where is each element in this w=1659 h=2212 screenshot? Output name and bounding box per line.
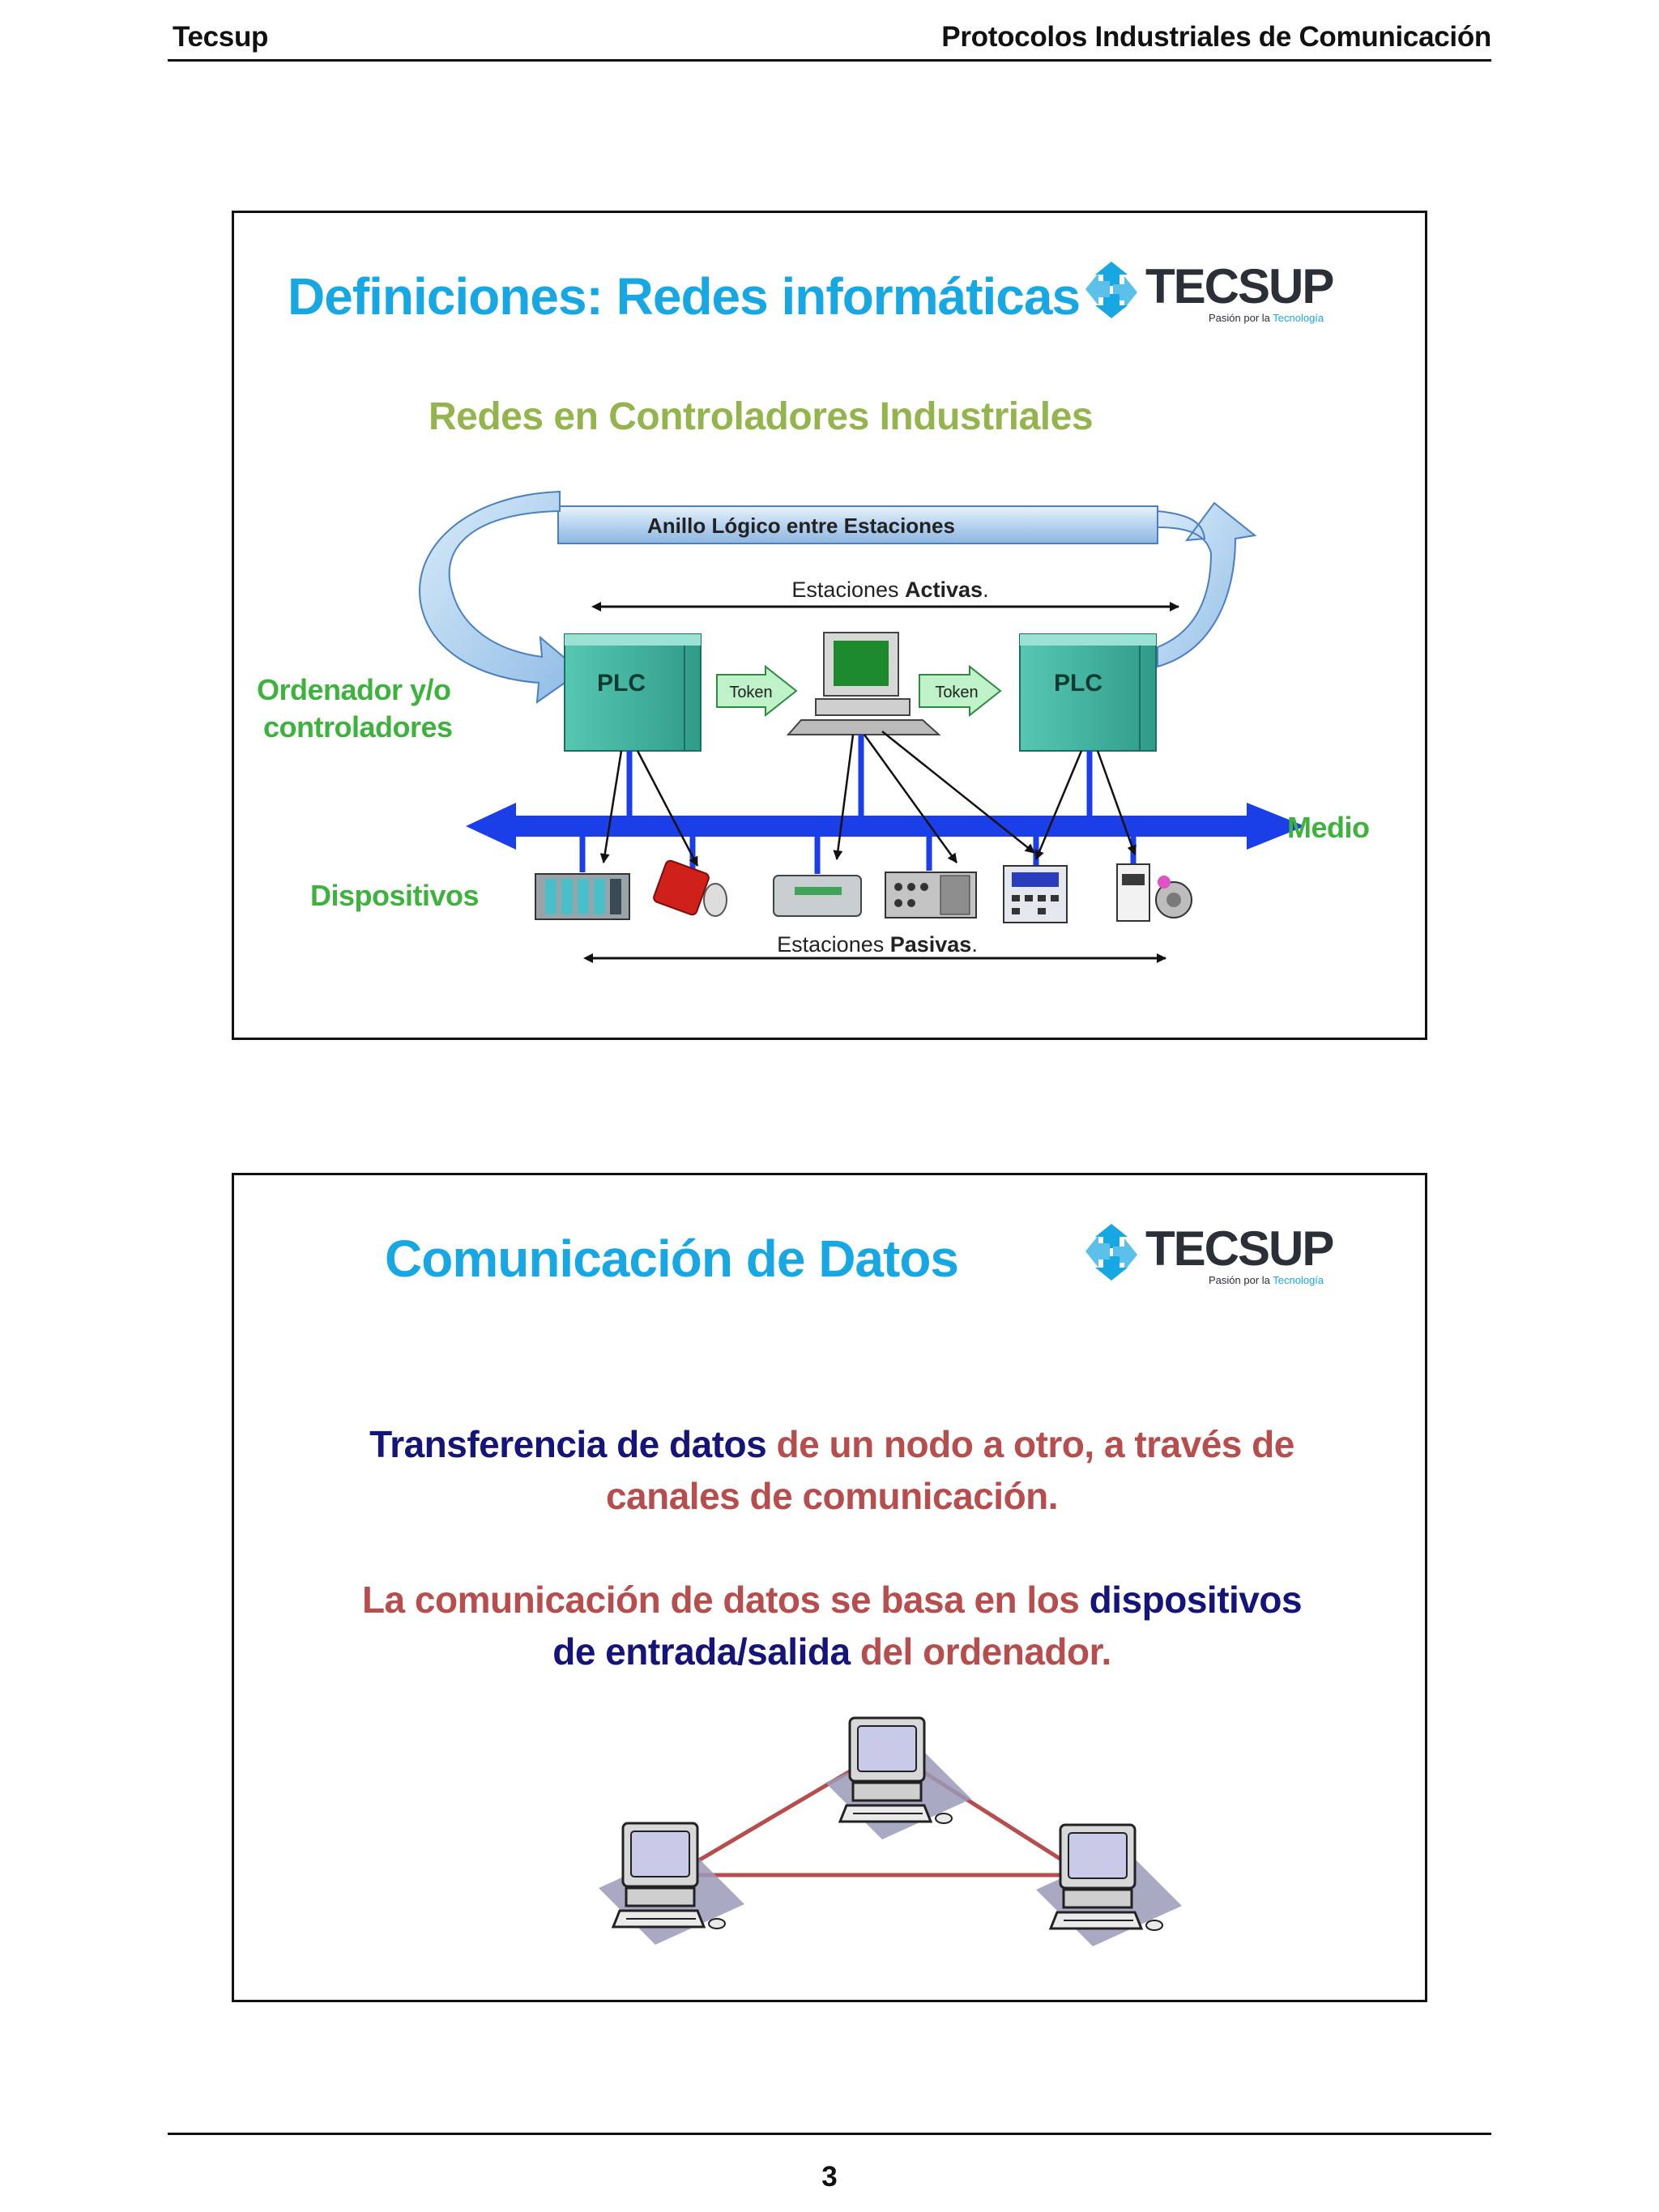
- pc-node-right: [1034, 1823, 1183, 1948]
- tecsup-logo: TECSUP Pasión por la Tecnología: [1081, 1216, 1340, 1289]
- svg-text:Token: Token: [729, 684, 772, 701]
- ring-arrow-left: [419, 490, 582, 705]
- ring-arrow-right: [1157, 501, 1257, 668]
- tecsup-emblem-icon: [1085, 262, 1137, 318]
- plc-left-label: PLC: [597, 670, 646, 697]
- control-arrows: [599, 731, 1137, 867]
- logical-ring-bar: [557, 505, 1158, 544]
- token-arrow-left: Token: [716, 664, 798, 718]
- device-drive-unit: [773, 875, 862, 917]
- header-left-title: Tecsup: [173, 21, 269, 53]
- logo-tagline: Pasión por la Tecnología: [1209, 1274, 1324, 1286]
- device-servo-drive: [1116, 863, 1192, 922]
- token-arrow-right: Token: [919, 664, 1002, 718]
- svg-text:Token: Token: [935, 684, 978, 701]
- paragraph-transferencia: Transferencia de datos de un nodo a otro…: [369, 1423, 1294, 1517]
- header-right-title: Protocolos Industriales de Comunicación: [941, 21, 1491, 53]
- paragraph-comunicacion: La comunicación de datos se basa en los …: [361, 1579, 1303, 1673]
- link-left-top: [694, 1769, 851, 1865]
- logo-wordmark: TECSUP: [1145, 1221, 1334, 1276]
- label-medio: Medio: [1287, 811, 1370, 844]
- network-bus-medium: [466, 803, 1305, 850]
- logo-wordmark: TECSUP: [1145, 259, 1334, 313]
- label-dispositivos: Dispositivos: [310, 879, 480, 912]
- pc-node-left: [597, 1822, 746, 1946]
- ring-label: Anillo Lógico entre Estaciones: [647, 514, 955, 538]
- device-io-rack: [535, 873, 630, 920]
- tecsup-emblem-icon: [1085, 1224, 1137, 1281]
- active-stations-label: Estaciones Activas.: [791, 578, 988, 602]
- slide-redes-informaticas: Definiciones: Redes informáticas TECSUP …: [232, 211, 1427, 1040]
- device-operator-panel: [1003, 865, 1068, 923]
- label-ordenador: Ordenador y/o controladores: [257, 673, 453, 744]
- device-motor-coil: [653, 859, 727, 917]
- header-rule: [168, 59, 1491, 62]
- three-node-network-diagram: [597, 1716, 1183, 1948]
- slide1-subtitle: Redes en Controladores Industriales: [428, 395, 1094, 438]
- plc-left: PLC: [564, 633, 702, 752]
- computer-station: [786, 632, 941, 735]
- device-io-modules: [885, 872, 977, 918]
- logo-tagline: Pasión por la Tecnología: [1209, 312, 1324, 324]
- pc-node-top: [824, 1716, 973, 1841]
- network-diagram: Anillo Lógico entre Estaciones Estacione…: [419, 490, 1305, 963]
- plc-right-label: PLC: [1054, 670, 1102, 697]
- passive-stations-label: Estaciones Pasivas.: [777, 932, 978, 957]
- slide2-title: Comunicación de Datos: [385, 1230, 959, 1288]
- page-number: 3: [821, 2161, 838, 2193]
- footer-rule: [168, 2133, 1491, 2135]
- tecsup-logo: TECSUP Pasión por la Tecnología: [1081, 254, 1340, 326]
- plc-right: PLC: [1019, 633, 1157, 752]
- slide1-title: Definiciones: Redes informáticas: [288, 267, 1081, 326]
- slide-comunicacion-datos: Comunicación de Datos TECSUP Pasión por …: [232, 1173, 1427, 2002]
